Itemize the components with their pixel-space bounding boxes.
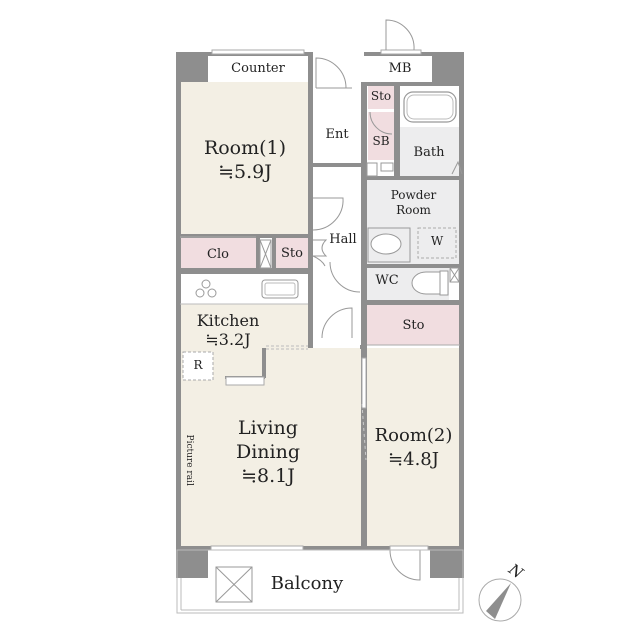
mb-area	[368, 56, 432, 82]
ent-label: Ent	[325, 127, 349, 142]
counter-area	[208, 56, 308, 82]
powder-room-label-1: Powder	[390, 188, 437, 202]
wall-bottom-right-pillar	[430, 546, 464, 578]
sto-room2-label: Sto	[402, 318, 425, 333]
sb-floor	[368, 112, 394, 160]
sto-top-label: Sto	[370, 89, 392, 103]
kitchen-name: Kitchen	[196, 311, 260, 330]
sto-top-floor	[368, 85, 394, 109]
room1-area: ≒5.9J	[218, 161, 272, 183]
wall-center	[361, 82, 367, 550]
balcony-label: Balcony	[270, 573, 344, 594]
sto-hall-label: Sto	[281, 246, 303, 261]
wall-left	[176, 52, 181, 550]
room2-floor	[367, 348, 460, 546]
wall-wc-bottom	[364, 300, 464, 305]
powder-room-label-2: Room	[396, 203, 431, 217]
sto-room2-floor	[367, 305, 460, 345]
wall-hall-stub	[360, 345, 366, 349]
wall-ent-bottom	[310, 163, 365, 167]
room1-name: Room(1)	[203, 137, 287, 159]
clo-label: Clo	[207, 247, 229, 262]
bath-floor	[400, 127, 460, 177]
living-area: ≒8.1J	[241, 465, 295, 487]
living-name-1: Living	[238, 417, 298, 439]
living-floor	[180, 348, 361, 546]
wall-sto-left	[272, 234, 276, 270]
closet-floor	[180, 238, 256, 268]
wc-label: WC	[375, 273, 399, 288]
living-name-2: Dining	[235, 441, 301, 463]
mb-label: MB	[388, 61, 412, 76]
wall-clo-right	[256, 234, 260, 270]
kitchen-area: ≒3.2J	[205, 330, 251, 349]
counter-label: Counter	[231, 61, 285, 76]
sb-label: SB	[372, 134, 390, 148]
room1-floor	[180, 82, 308, 236]
wall-bath-bottom	[364, 176, 464, 180]
wall-bottom-left-pillar	[176, 546, 208, 578]
fridge-label: R	[193, 358, 203, 372]
room2-name: Room(2)	[374, 425, 453, 446]
wall-top-right	[432, 52, 464, 82]
wall-powder-bottom	[364, 264, 464, 268]
wall-kitchen-stub	[262, 348, 266, 378]
wall-bottom	[176, 546, 464, 550]
wall-mb-bottom	[364, 82, 464, 86]
wall-sb-right	[394, 82, 400, 178]
picture-rail-label: Picture rail	[184, 434, 195, 486]
washer-label: W	[430, 234, 444, 248]
hall-label: Hall	[329, 232, 357, 247]
wall-room1-bottom	[180, 234, 310, 238]
room2-area: ≒4.8J	[388, 449, 439, 470]
wall-room1-right	[308, 52, 313, 348]
bath-label: Bath	[413, 145, 445, 160]
sto-hall-floor	[276, 238, 308, 268]
wall-clo-bottom	[180, 268, 310, 274]
wall-corner-tl	[176, 52, 208, 82]
